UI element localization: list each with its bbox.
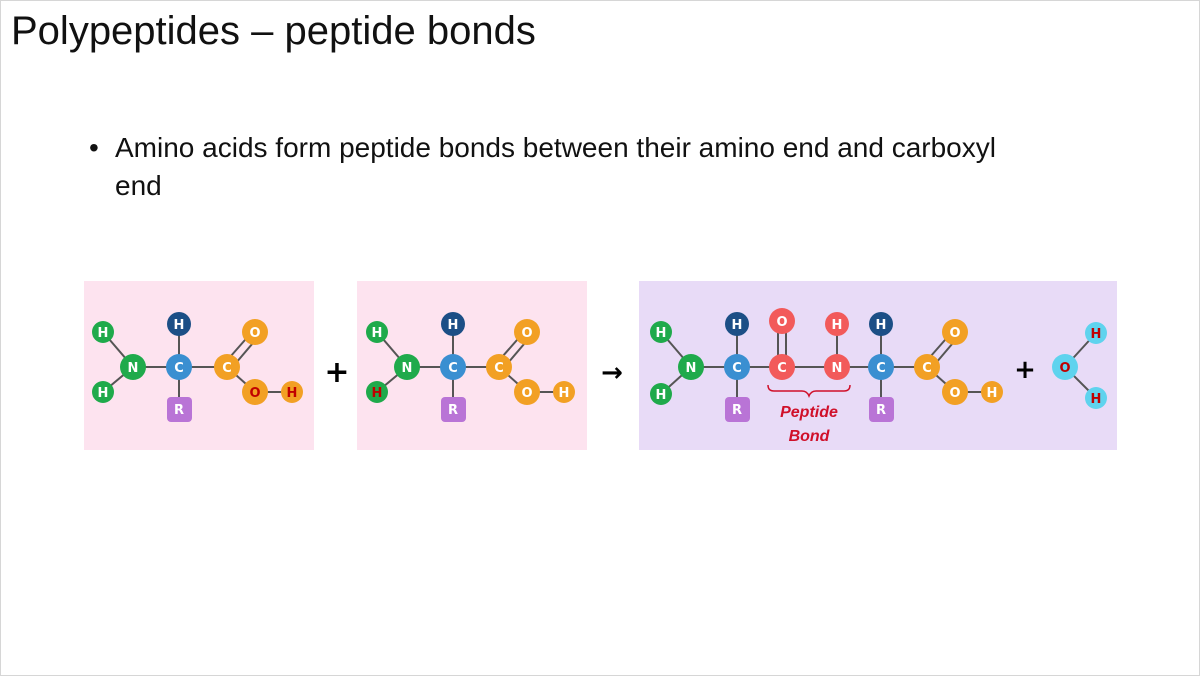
atom-label: H — [372, 386, 383, 401]
bullet-text: Amino acids form peptide bonds between t… — [115, 132, 996, 201]
dipeptide-alpha-carbon-2: C — [868, 354, 894, 380]
dipeptide-hydroxyl-oxygen: O — [942, 379, 968, 405]
bullet-marker: • — [89, 132, 99, 163]
atom-label: O — [249, 326, 260, 341]
plus-sign-products: + — [1014, 355, 1036, 385]
dipeptide-carboxyl-oxygen-double: O — [942, 319, 968, 345]
atom-label: H — [559, 386, 570, 401]
atom-label: O — [249, 386, 260, 401]
atom-label: H — [656, 326, 667, 341]
atom-label: O — [521, 386, 532, 401]
atom-label: N — [686, 361, 697, 376]
amino-acid-1-nitrogen: N — [120, 354, 146, 380]
water-hydrogen-bottom: H — [1085, 387, 1107, 409]
amino-acid-2-alpha-hydrogen: H — [441, 312, 465, 336]
atom-label: R — [876, 403, 886, 418]
amino-acid-1-alpha-carbon: C — [166, 354, 192, 380]
atom-label: H — [832, 318, 843, 333]
atom-label: H — [174, 318, 185, 333]
atom-label: R — [732, 403, 742, 418]
atom-label: H — [1091, 392, 1102, 407]
atom-label: H — [287, 386, 298, 401]
dipeptide-atoms: H H N H C R O C H N H C R C O O H — [650, 308, 1003, 422]
water-oxygen: O — [1052, 354, 1078, 380]
atom-label: N — [402, 361, 413, 376]
reaction-arrow-icon: → — [601, 358, 623, 388]
dipeptide-hydroxyl-hydrogen: H — [981, 381, 1003, 403]
atom-label: N — [128, 361, 139, 376]
amino-acid-2-nitrogen: N — [394, 354, 420, 380]
peptide-bond-carbon: C — [769, 354, 795, 380]
peptide-bond-label-line2: Bond — [789, 428, 831, 445]
bullet-item: • Amino acids form peptide bonds between… — [89, 129, 1049, 205]
dipeptide-amino-hydrogen-bottom: H — [650, 383, 672, 405]
atom-label: C — [494, 361, 504, 376]
peptide-bond-hydrogen: H — [825, 312, 849, 336]
atom-label: C — [222, 361, 232, 376]
amino-acid-2-carboxyl-carbon: C — [486, 354, 512, 380]
atom-label: C — [174, 361, 184, 376]
atom-label: O — [949, 386, 960, 401]
amino-acid-2-hydroxyl-hydrogen: H — [553, 381, 575, 403]
amino-acid-panel-2 — [357, 281, 587, 450]
atom-label: H — [987, 386, 998, 401]
atom-label: H — [1091, 327, 1102, 342]
atom-label: C — [876, 361, 886, 376]
amino-acid-1-carboxyl-oxygen-double: O — [242, 319, 268, 345]
atom-label: H — [876, 318, 887, 333]
atom-label: O — [776, 315, 787, 330]
amino-acid-1-alpha-hydrogen: H — [167, 312, 191, 336]
atom-label: H — [98, 326, 109, 341]
peptide-bond-nitrogen: N — [824, 354, 850, 380]
amino-acid-1-atoms: H H N H C R C O O H — [92, 312, 303, 422]
peptide-bond-oxygen: O — [769, 308, 795, 334]
water-hydrogen-top: H — [1085, 322, 1107, 344]
amino-acid-2-amino-hydrogen-bottom: H — [366, 381, 388, 403]
amino-acid-1-carboxyl-carbon: C — [214, 354, 240, 380]
slide-title: Polypeptides – peptide bonds — [11, 9, 536, 53]
amino-acid-1-amino-hydrogen-bottom: H — [92, 381, 114, 403]
atom-label: H — [732, 318, 743, 333]
dipeptide-r-group-2: R — [869, 397, 894, 422]
atom-label: C — [448, 361, 458, 376]
amino-acid-2-hydroxyl-oxygen: O — [514, 379, 540, 405]
dipeptide-r-group-1: R — [725, 397, 750, 422]
atom-label: O — [1059, 361, 1070, 376]
amino-acid-1-r-group: R — [167, 397, 192, 422]
peptide-bond-brace — [767, 384, 851, 399]
atom-label: R — [448, 403, 458, 418]
bullet-list: • Amino acids form peptide bonds between… — [89, 129, 1049, 205]
dipeptide-carboxyl-carbon: C — [914, 354, 940, 380]
amino-acid-1-hydroxyl-oxygen: O — [242, 379, 268, 405]
atom-label: R — [174, 403, 184, 418]
dipeptide-alpha-hydrogen-2: H — [869, 312, 893, 336]
amino-acid-2-atoms: H H N H C R C O O H — [366, 312, 575, 422]
atom-label: O — [521, 326, 532, 341]
atom-label: O — [949, 326, 960, 341]
dipeptide-alpha-carbon-1: C — [724, 354, 750, 380]
amino-acid-1-amino-hydrogen-top: H — [92, 321, 114, 343]
amino-acid-2-carboxyl-oxygen-double: O — [514, 319, 540, 345]
atom-label: H — [656, 388, 667, 403]
dipeptide-amino-hydrogen-top: H — [650, 321, 672, 343]
water-molecule: H O H — [1052, 322, 1107, 409]
amino-acid-2-alpha-carbon: C — [440, 354, 466, 380]
amino-acid-1-hydroxyl-hydrogen: H — [281, 381, 303, 403]
atom-label: C — [732, 361, 742, 376]
amino-acid-2-r-group: R — [441, 397, 466, 422]
atom-label: H — [372, 326, 383, 341]
plus-sign-reactants: + — [324, 355, 349, 390]
amino-acid-panel-1 — [84, 281, 314, 450]
dipeptide-alpha-hydrogen-1: H — [725, 312, 749, 336]
atom-label: C — [922, 361, 932, 376]
dipeptide-nitrogen-terminal: N — [678, 354, 704, 380]
atom-label: N — [832, 361, 843, 376]
atom-label: H — [98, 386, 109, 401]
atom-label: C — [777, 361, 787, 376]
atom-label: H — [448, 318, 459, 333]
peptide-bond-label-line1: Peptide — [780, 404, 838, 421]
amino-acid-2-amino-hydrogen-top: H — [366, 321, 388, 343]
